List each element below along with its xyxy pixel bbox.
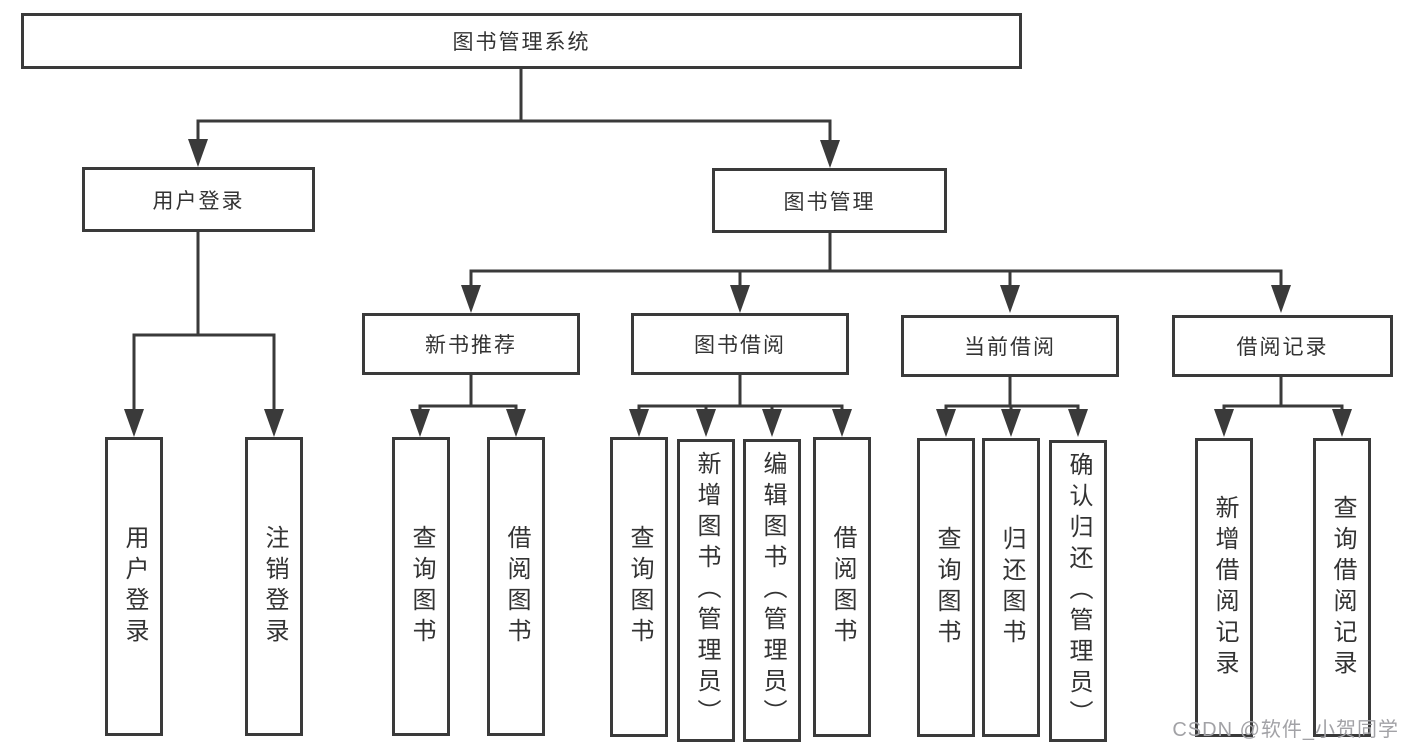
leaf-edit-book-admin: 编辑图书（管理员） (743, 439, 801, 742)
node-label: 图书借阅 (694, 334, 786, 357)
node-label: 借阅图书 (829, 525, 856, 649)
leaf-add-book-admin: 新增图书（管理员） (677, 439, 735, 742)
node-label: 用户登录 (152, 189, 245, 213)
leaf-add-borrow-record: 新增借阅记录 (1195, 438, 1253, 737)
node-label: 借阅记录 (1236, 336, 1329, 359)
node-label: 查询图书 (626, 525, 653, 649)
node-new-book-recommend: 新书推荐 (362, 313, 580, 375)
node-label: 新书推荐 (425, 334, 517, 357)
leaf-query-book-current: 查询图书 (917, 438, 975, 737)
node-label: 查询图书 (933, 525, 960, 650)
csdn-watermark: CSDN @软件_小贺同学 (1172, 719, 1399, 741)
node-label: 用户登录 (121, 524, 148, 649)
node-label: 确认归还（管理员） (1065, 451, 1092, 731)
node-label: 新增图书（管理员） (693, 451, 720, 730)
node-library-management-system: 图书管理系统 (21, 13, 1022, 69)
leaf-logout: 注销登录 (245, 437, 303, 736)
node-label: 注销登录 (261, 524, 288, 649)
node-user-login: 用户登录 (82, 167, 315, 232)
node-label: 图书管理 (783, 190, 876, 214)
leaf-return-book: 归还图书 (982, 438, 1040, 737)
node-label: 查询图书 (408, 524, 435, 649)
leaf-confirm-return-admin: 确认归还（管理员） (1049, 440, 1107, 742)
leaf-user-login: 用户登录 (105, 437, 163, 736)
leaf-borrow-book: 借阅图书 (813, 437, 871, 737)
leaf-query-book-recommend: 查询图书 (392, 437, 450, 736)
leaf-query-borrow-record: 查询借阅记录 (1313, 438, 1371, 737)
node-label: 编辑图书（管理员） (759, 451, 786, 730)
node-current-borrowing: 当前借阅 (901, 315, 1119, 377)
node-book-management: 图书管理 (712, 168, 947, 233)
node-label: 新增借阅记录 (1211, 494, 1238, 681)
node-label: 查询借阅记录 (1329, 494, 1356, 681)
node-label: 当前借阅 (964, 336, 1056, 359)
leaf-query-book-borrowing: 查询图书 (610, 437, 668, 737)
node-book-borrowing: 图书借阅 (631, 313, 849, 375)
node-label: 图书管理系统 (452, 31, 591, 54)
leaf-borrow-book-recommend: 借阅图书 (487, 437, 545, 736)
node-label: 归还图书 (998, 525, 1025, 650)
node-label: 借阅图书 (503, 524, 530, 649)
node-borrowing-records: 借阅记录 (1172, 315, 1393, 377)
